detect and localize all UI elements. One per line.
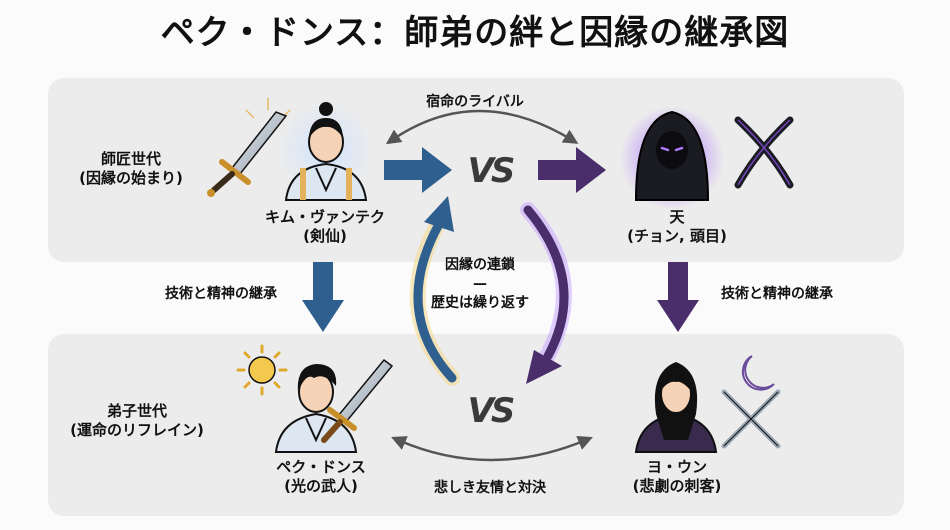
- bottom-rivalry-label: 悲しき友情と対決: [434, 480, 546, 496]
- top-rivalry-label: 宿命のライバル: [426, 94, 524, 110]
- cycle-blue-arrow: [413, 221, 457, 383]
- inherit-right-label: 技術と精神の継承: [721, 286, 833, 302]
- yeo-figure: [634, 362, 718, 453]
- baek-name: ペク・ドンス: [276, 458, 366, 476]
- inherit-left-label: 技術と精神の継承: [165, 286, 277, 302]
- yeo-name: ヨ・ウン: [646, 458, 707, 476]
- kim-name: キム・ヴァンテク: [264, 208, 385, 226]
- master-generation-subtitle: (因縁の始まり): [79, 168, 183, 187]
- yeo-crossed-swords-icon: [721, 389, 781, 449]
- inherit-right-arrow: [657, 262, 699, 332]
- ten-name: 天: [669, 208, 685, 226]
- yeo-role: (悲劇の刺客): [632, 476, 722, 495]
- moon-icon: [741, 355, 775, 391]
- center-dash: —: [473, 275, 487, 292]
- disciple-generation-subtitle: (運命のリフレイン): [70, 420, 204, 439]
- bottom-versus-mark: VS: [467, 391, 516, 431]
- kim-caption: キム・ヴァンテク (剣仙): [250, 208, 400, 246]
- master-generation-label: 師匠世代 (因縁の始まり): [56, 150, 206, 188]
- cycle-blue-head: [424, 196, 454, 232]
- center-cycle-label: 因縁の連鎖 — 歴史は繰り返す: [420, 256, 540, 313]
- inherit-left-arrow: [302, 262, 344, 332]
- baek-role: (光の武人): [284, 476, 358, 495]
- blue-attack-arrow: [384, 147, 452, 193]
- cycle-purple-head: [526, 350, 562, 384]
- cycle-purple-arrow: [523, 205, 569, 361]
- kim-role: (剣仙): [303, 226, 347, 245]
- center-line-2: 歴史は繰り返す: [431, 294, 529, 311]
- ten-caption: 天 (チョン, 頭目): [602, 208, 752, 246]
- top-rivalry-arrow: [385, 109, 579, 145]
- disciple-generation-band: [48, 334, 904, 516]
- center-line-1: 因縁の連鎖: [445, 257, 515, 273]
- ten-role: (チョン, 頭目): [627, 226, 727, 245]
- disciple-generation-label: 弟子世代 (運命のリフレイン): [52, 402, 222, 440]
- master-generation-title: 師匠世代: [100, 150, 161, 168]
- page-title: ペク・ドンス：師弟の絆と因縁の継承図: [160, 13, 790, 53]
- yeo-caption: ヨ・ウン (悲劇の刺客): [602, 458, 752, 496]
- kim-sword-icon: [207, 98, 291, 197]
- sun-icon: [236, 344, 288, 396]
- bottom-rivalry-arrow: [391, 435, 593, 462]
- baek-sword-icon: [321, 358, 394, 443]
- disciple-generation-title: 弟子世代: [106, 402, 167, 420]
- ten-crossed-blades-icon: [734, 116, 794, 189]
- kim-figure: [278, 102, 374, 201]
- master-generation-band: [48, 78, 904, 262]
- top-versus-mark: VS: [467, 151, 516, 191]
- purple-attack-arrow: [538, 147, 606, 193]
- ten-figure: [620, 106, 724, 210]
- baek-caption: ペク・ドンス (光の武人): [246, 458, 396, 496]
